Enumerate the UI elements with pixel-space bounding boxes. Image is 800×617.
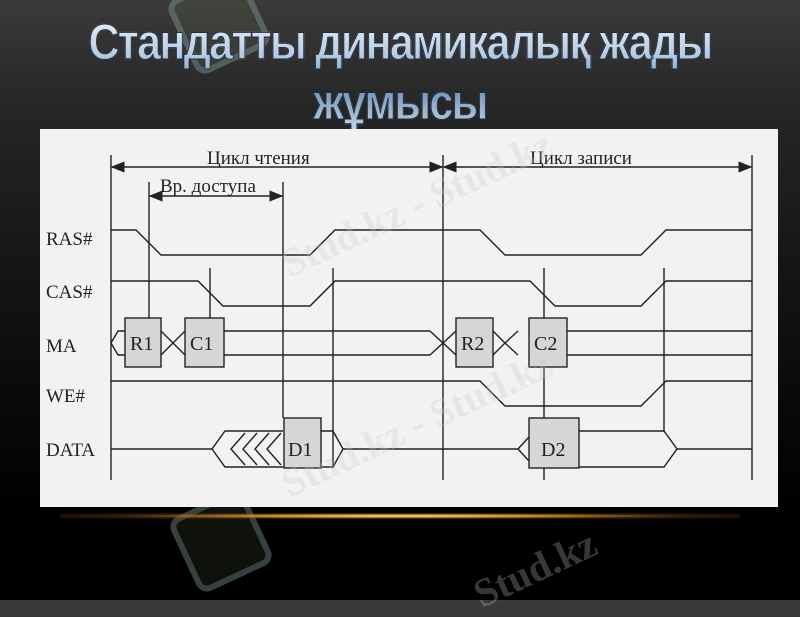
r2-box (455, 317, 494, 368)
signal-ras-label: RAS# (46, 229, 93, 250)
dram-timing-diagram: Цикл чтения Цикл записи Вр. доступа RAS#… (46, 148, 753, 480)
r1-box (124, 317, 162, 368)
slide-title: Стандатты динамикалық жады жұмысы (56, 12, 744, 132)
c2-box (528, 317, 568, 368)
c1-box (184, 317, 225, 368)
r1-label: R1 (130, 333, 153, 355)
access-time-label: Вр. доступа (160, 176, 256, 197)
c2-label: C2 (534, 333, 557, 355)
read-cycle-label: Цикл чтения (207, 148, 310, 169)
d1-label: D1 (288, 439, 312, 461)
c1-label: C1 (190, 333, 213, 355)
timing-diagram-panel: Цикл чтения Цикл записи Вр. доступа RAS#… (40, 129, 778, 507)
write-cycle-label: Цикл записи (530, 148, 632, 169)
d2-box (528, 417, 580, 469)
watermark-text: Stud.kz (466, 520, 604, 617)
decorative-glow-line (60, 513, 740, 519)
signal-data-label: DATA (46, 440, 95, 461)
r2-label: R2 (461, 333, 484, 355)
d1-box (283, 417, 322, 469)
signal-ma-label: MA (46, 336, 77, 357)
signal-cas-label: CAS# (46, 282, 93, 303)
signal-we-label: WE# (46, 386, 86, 407)
d2-label: D2 (541, 439, 565, 461)
